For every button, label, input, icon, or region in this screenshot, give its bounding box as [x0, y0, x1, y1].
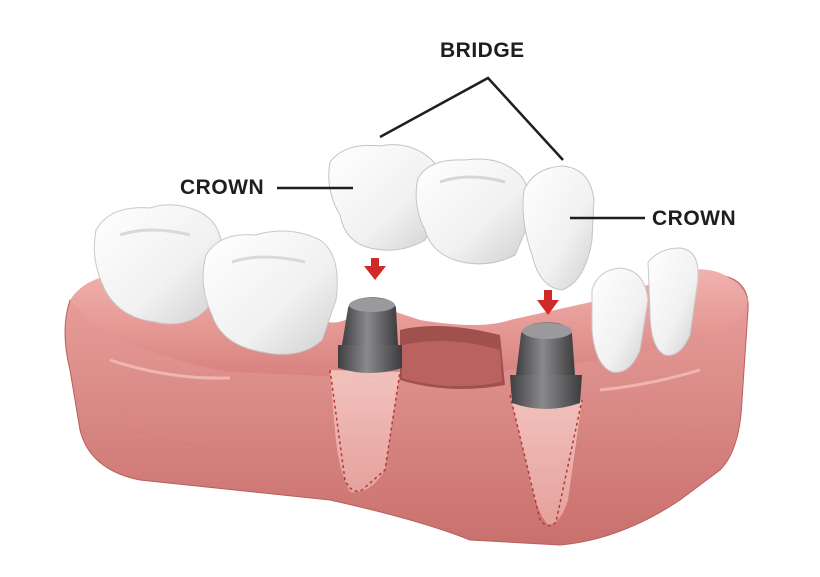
bridge [328, 144, 595, 291]
molar-back-left [93, 204, 223, 325]
arrow-down-icon [364, 258, 386, 280]
leader-lines [277, 76, 645, 220]
root-right [509, 394, 583, 527]
crown-label-left: CROWN [180, 176, 265, 199]
abutment-right [510, 322, 582, 409]
incisor-right-2 [647, 247, 699, 356]
root-left [329, 369, 401, 493]
crown-label-right: CROWN [652, 207, 737, 230]
abutment-left [338, 297, 402, 373]
incisor-right-1 [591, 267, 649, 373]
molar-front-left [202, 230, 338, 355]
arrow-down-icon [537, 290, 559, 315]
socket [400, 326, 505, 389]
bridge-label: BRIDGE [440, 39, 525, 62]
